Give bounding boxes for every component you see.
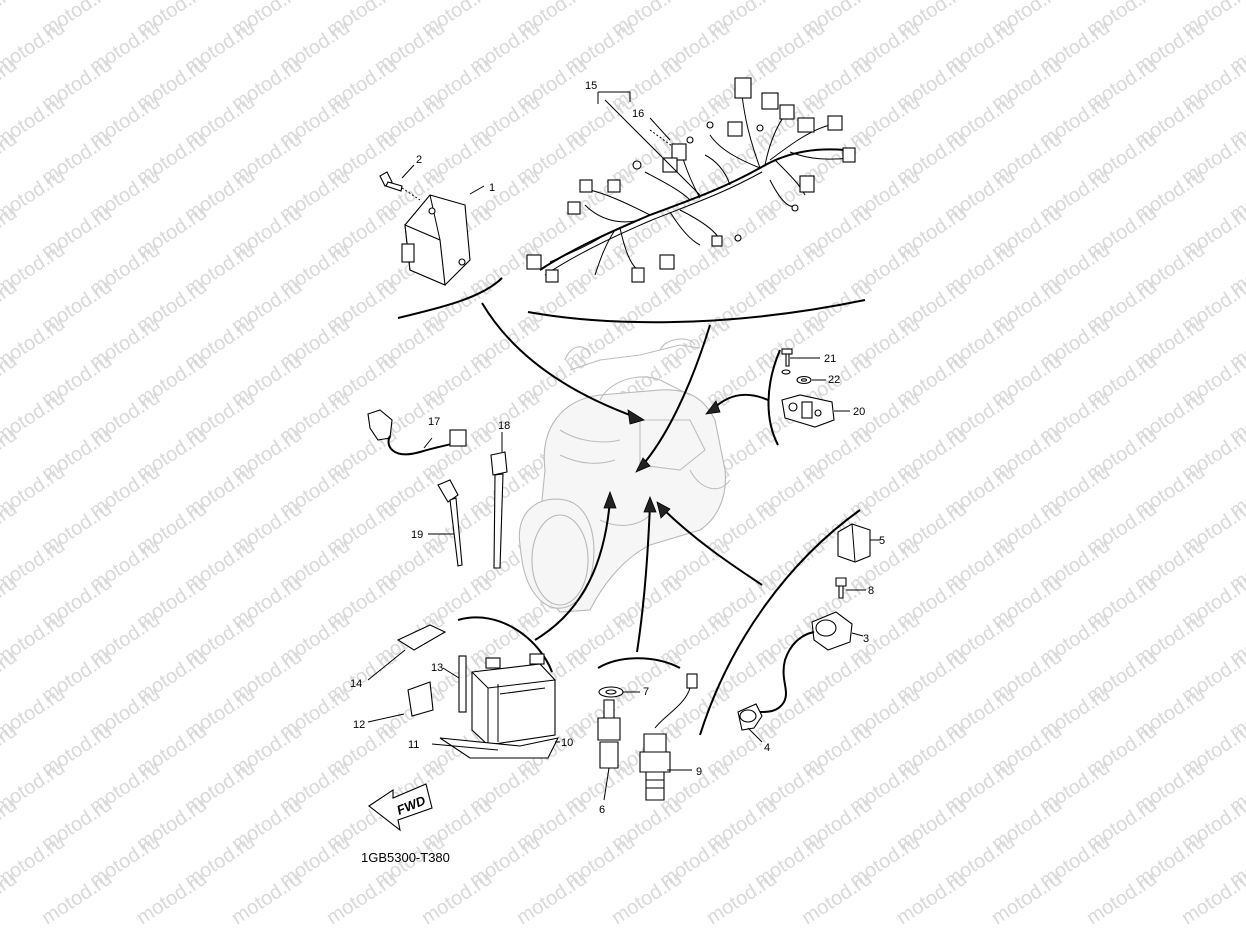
- watermark-text: motod.ru: [988, 868, 1066, 929]
- washer-7: [598, 686, 624, 698]
- callout-9: 9: [696, 766, 702, 778]
- battery-10: [471, 653, 556, 746]
- scooter-silhouette: [518, 338, 731, 613]
- cdi-unit: [401, 194, 471, 286]
- watermark-text: motod.ru: [418, 868, 496, 929]
- watermark-text: motod.ru: [0, 0, 21, 41]
- band-18: [490, 451, 508, 569]
- callout-22: 22: [828, 374, 840, 386]
- callout-19: 19: [411, 529, 423, 541]
- wire-lead-17: [367, 409, 467, 456]
- plug-cap-4: [737, 703, 763, 731]
- group-arcs: [397, 277, 866, 736]
- bolt-2: [379, 171, 421, 201]
- callout-15: 15: [585, 80, 597, 92]
- callout-10: 10: [561, 737, 573, 749]
- figure-code: 1GB5300-T380: [361, 850, 450, 865]
- callout-4: 4: [764, 742, 770, 754]
- battery-tray-11: [439, 737, 560, 759]
- callout-11: 11: [408, 739, 419, 751]
- watermark-text: motod.ru: [38, 868, 116, 929]
- callout-1: 1: [489, 182, 495, 194]
- bolt-8: [835, 577, 847, 599]
- callout-labels: 1 2 3 4 5 6 7 8 9 10 11 12 13 14 15 16 1…: [350, 80, 885, 816]
- callout-3: 3: [863, 633, 869, 645]
- callout-18: 18: [498, 420, 510, 432]
- watermark-text: motod.ru: [1178, 868, 1246, 929]
- callout-14: 14: [350, 678, 362, 690]
- callout-13: 13: [431, 662, 443, 674]
- relay-5: [837, 523, 871, 563]
- watermark-text: motod.ru: [228, 868, 306, 929]
- washer-22: [781, 369, 812, 385]
- watermark-text: motod.ru: [513, 868, 591, 929]
- watermark-text: motod.ru: [1083, 868, 1161, 929]
- sensor-9: [639, 673, 698, 801]
- watermark-text: motod.ru: [323, 868, 401, 929]
- pointer-arrows: [481, 302, 769, 653]
- band-14: [396, 624, 447, 651]
- callout-7: 7: [643, 686, 649, 698]
- band-19: [437, 479, 463, 567]
- callout-21: 21: [824, 353, 836, 365]
- cover-12: [407, 681, 434, 717]
- watermark-text: motod.ru: [893, 868, 971, 929]
- sensor-20: [781, 394, 835, 428]
- callout-8: 8: [868, 585, 874, 597]
- watermark-text: motod.ru: [608, 868, 686, 929]
- callout-20: 20: [853, 406, 865, 418]
- ignition-coil-3: [759, 611, 853, 713]
- callout-5: 5: [879, 535, 885, 547]
- watermark-text: motod.ru: [798, 868, 876, 929]
- switch-6: [597, 699, 621, 769]
- wire-harness: [526, 77, 856, 283]
- watermark-text: motod.ru: [133, 868, 211, 929]
- screw-21: [781, 348, 793, 367]
- watermark-text: motod.ru: [703, 868, 781, 929]
- breather-13: [458, 655, 467, 713]
- leader-lines: [367, 164, 880, 801]
- callout-6: 6: [599, 804, 605, 816]
- callout-16: 16: [632, 108, 644, 120]
- callout-17: 17: [428, 416, 440, 428]
- callout-2: 2: [416, 154, 422, 166]
- watermark-text: motod.ru: [1226, 0, 1246, 4]
- callout-12: 12: [353, 719, 365, 731]
- harness-bracket: [597, 91, 701, 196]
